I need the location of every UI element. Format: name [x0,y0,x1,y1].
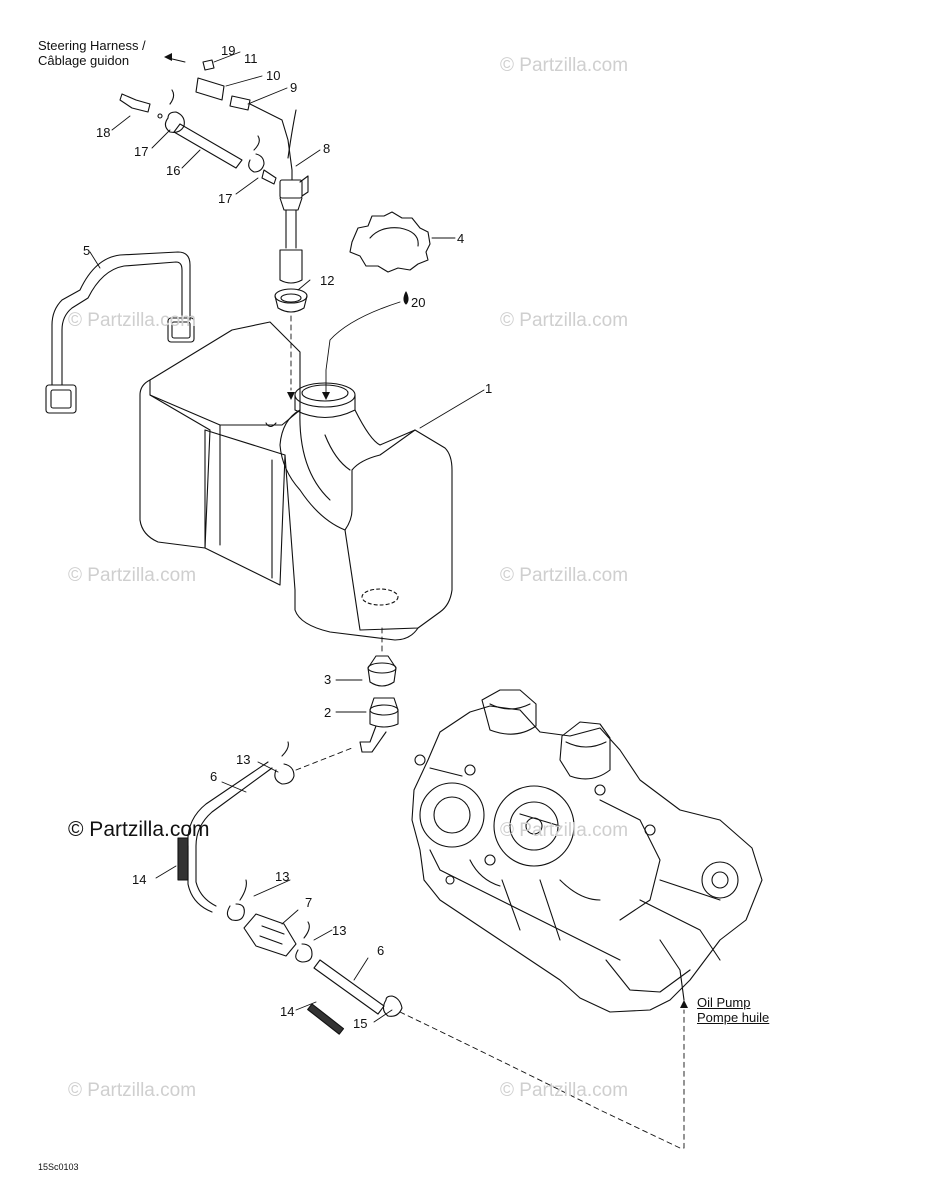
oil-tank [139,321,453,641]
callout-9: 9 [290,80,298,95]
diagram-code: 15Sc0103 [38,1162,79,1172]
steering-harness-en: Steering Harness / [38,38,146,53]
callout-6: 6 [210,769,218,784]
callout-17: 17 [134,144,149,159]
drop-icon [403,291,409,305]
watermark-text: © Partzilla.com [68,1080,197,1101]
callout-14: 14 [280,1004,295,1019]
callout-5: 5 [83,243,91,258]
watermark-text: © Partzilla.com [500,55,629,76]
oil-pump-label: Oil Pump Pompe huile [697,995,769,1025]
watermark-text: © Partzilla.com [500,310,629,331]
watermark-text: © Partzilla.com [500,1080,629,1101]
steering-harness-label: Steering Harness / Câblage guidon [38,38,146,68]
level-sensor [274,109,309,313]
callout-6: 6 [377,943,385,958]
hoses-and-filter [177,741,403,1035]
callout-14: 14 [132,872,147,887]
leader-lines [89,51,485,1023]
callout-13: 13 [332,923,347,938]
assembly-lines [290,315,685,1149]
engine [411,689,763,1013]
arrows [164,53,688,1008]
tank-cap [349,211,431,273]
callout-1: 1 [485,381,493,396]
callout-7: 7 [305,895,313,910]
callout-2: 2 [324,705,332,720]
oil-pump-en: Oil Pump [697,995,751,1010]
callout-10: 10 [266,68,281,83]
callout-20: 20 [411,295,426,310]
callout-18: 18 [96,125,111,140]
callout-3: 3 [324,672,332,687]
callout-15: 15 [353,1016,368,1031]
watermark-dark-text: © Partzilla.com [68,818,210,841]
callout-4: 4 [457,231,465,246]
callout-17: 17 [218,191,233,206]
outlet-fittings [359,655,399,753]
callout-19: 19 [221,43,236,58]
tank-strap [45,251,195,414]
watermark-text: © Partzilla.com [68,565,197,586]
watermark-text: © Partzilla.com [500,565,629,586]
callout-13: 13 [275,869,290,884]
steering-harness-fr: Câblage guidon [38,53,130,68]
harness-connectors [119,59,293,185]
callout-8: 8 [323,141,331,156]
callout-11: 11 [244,51,258,66]
callout-12: 12 [320,273,335,288]
callout-13: 13 [236,752,251,767]
watermark-text: © Partzilla.com [500,820,629,841]
callout-16: 16 [166,163,181,178]
oil-pump-fr: Pompe huile [697,1010,770,1025]
watermark-text: © Partzilla.com [68,310,197,331]
